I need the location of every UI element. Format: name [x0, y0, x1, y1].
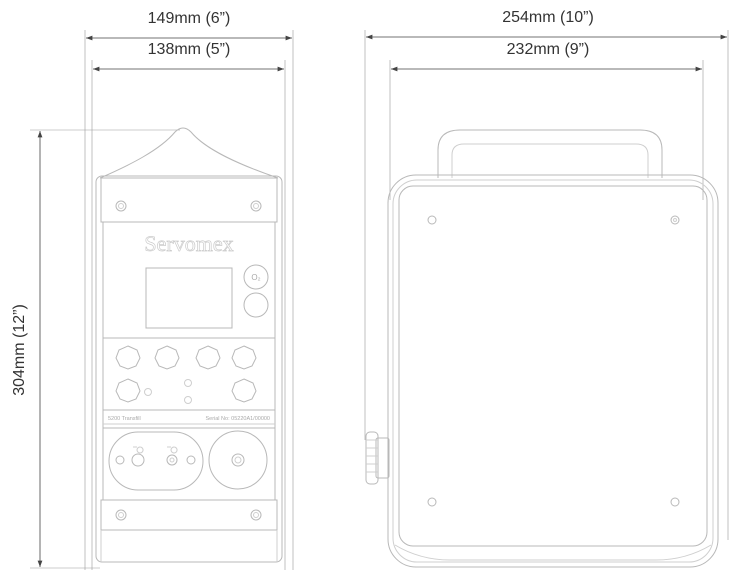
dimension-front-outer: 149mm (6”) — [84, 10, 294, 570]
dimension-front-inner: 138mm (5”) — [91, 41, 286, 570]
front-view: Servomex O₂ 5200 Transfill Serial No: 05… — [95, 127, 283, 563]
display-screen — [145, 267, 233, 329]
side-outer-width-label: 254mm (10”) — [502, 9, 594, 26]
side-knob — [365, 431, 390, 485]
dimension-height: 304mm (12”) — [11, 129, 180, 569]
dimension-side-inner: 232mm (9”) — [389, 41, 704, 200]
dimension-side-outer: 254mm (10”) — [364, 9, 729, 540]
o2-button[interactable] — [243, 264, 269, 290]
brand-logo: Servomex — [144, 231, 233, 256]
gas-connectors — [115, 345, 257, 404]
power-button[interactable] — [243, 292, 269, 318]
side-inner-width-label: 232mm (9”) — [507, 41, 590, 58]
height-label: 304mm (12”) — [11, 304, 28, 396]
side-view — [365, 129, 719, 568]
serial-label: Serial No: 05220A1/00000 — [205, 416, 270, 422]
front-outer-width-label: 149mm (6”) — [148, 10, 231, 27]
front-inner-width-label: 138mm (5”) — [148, 41, 231, 58]
model-label: 5200 Transfill — [108, 416, 141, 422]
flow-knob[interactable] — [208, 430, 268, 490]
o2-button-label: O₂ — [251, 273, 260, 282]
